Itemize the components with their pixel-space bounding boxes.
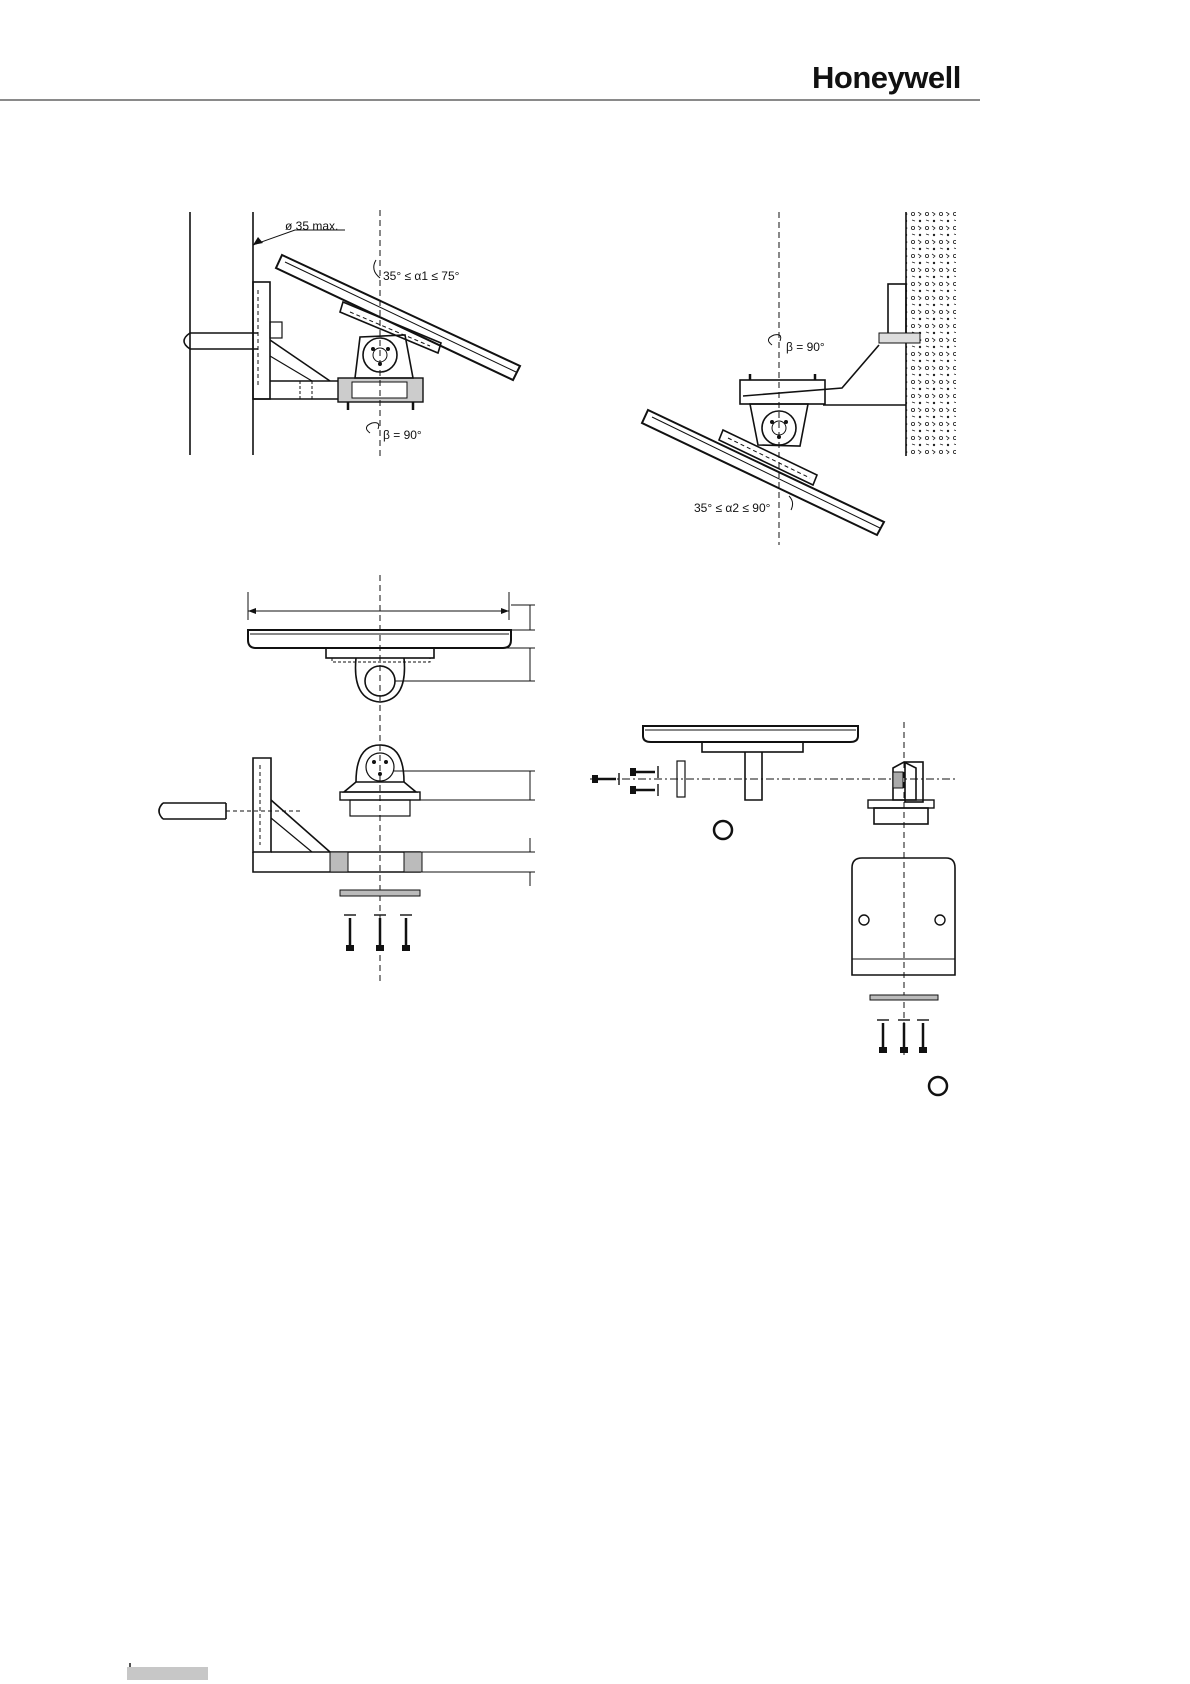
- wall-rotation-base: [740, 380, 825, 404]
- tilt-alpha2-label: 35° ≤ α2 ≤ 90°: [694, 501, 771, 515]
- rotation-beta-label-1: β = 90°: [383, 428, 422, 442]
- panel-mount-plate: [340, 302, 441, 353]
- wall-exploded-mount-plate: [702, 742, 803, 752]
- exploded-pole-assembly: [159, 575, 535, 985]
- wall-exploded-panel: [643, 726, 858, 742]
- wall-clamp-upright: [905, 762, 923, 802]
- tilt-alpha1-label: 35° ≤ α1 ≤ 75°: [383, 269, 460, 283]
- nut-ring-2: [929, 1077, 947, 1095]
- exploded-rod: [163, 803, 226, 819]
- pole-diameter-label: ø 35 max.: [285, 219, 338, 233]
- wall-solar-panel: [642, 410, 884, 535]
- wall-anchor-bolt: [879, 333, 920, 343]
- wall-exploded-screws: [877, 1020, 929, 1053]
- exploded-bracket-vertical: [253, 758, 271, 852]
- exploded-washer: [340, 890, 420, 896]
- wall-exploded-stem: [745, 752, 762, 800]
- wall-exploded-washer: [870, 995, 938, 1000]
- horizontal-rod: [190, 333, 258, 349]
- wall-bracket-plate: [888, 284, 906, 339]
- exploded-wall-assembly: [590, 722, 958, 1095]
- rotation-beta-label-2: β = 90°: [786, 340, 825, 354]
- nut-ring-1: [714, 821, 732, 839]
- bracket-vertical-plate: [253, 282, 270, 399]
- pole-mount-figure: [184, 210, 520, 460]
- wall-mount-figure: [642, 212, 956, 545]
- footer-bar: [127, 1667, 208, 1680]
- rod-end: [184, 333, 190, 349]
- bracket-web: [270, 340, 330, 381]
- exploded-screws: [344, 915, 412, 951]
